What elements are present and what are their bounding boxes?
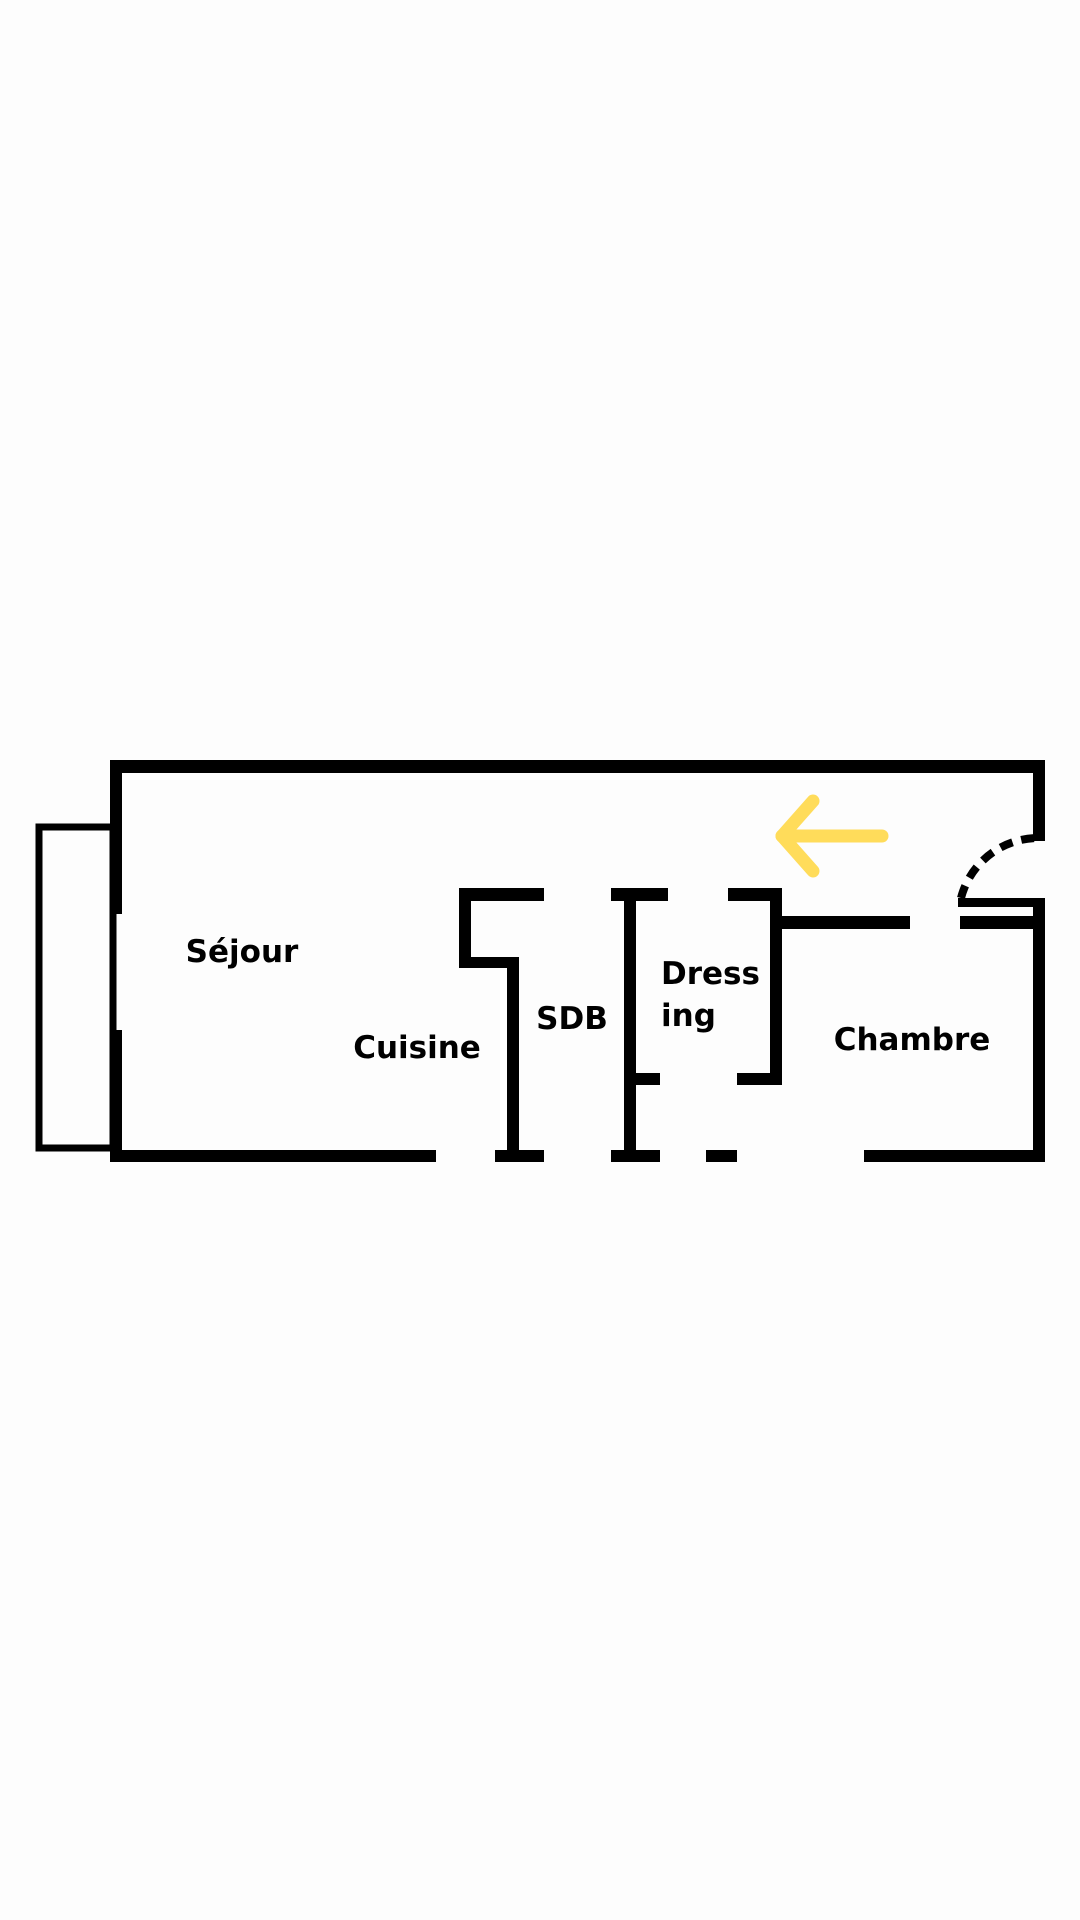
bottom-wall-1 — [110, 1150, 436, 1162]
room-label-sejour: Séjour — [186, 934, 299, 970]
bottom-wall-2 — [495, 1150, 544, 1162]
right-wall-lower — [1033, 898, 1045, 1162]
dressing-wall-top — [728, 888, 782, 901]
chambre-wall-door-bottom — [960, 916, 1045, 929]
cuisine-wall-top — [459, 888, 544, 901]
walls — [110, 760, 1045, 1162]
room-label-sdb: SDB — [536, 1001, 608, 1037]
dressing-wall-stub — [737, 1073, 782, 1085]
cuisine-wall-vertical — [507, 957, 519, 1162]
top-wall — [110, 760, 1045, 773]
right-wall-upper — [1033, 760, 1045, 841]
room-label-chambre: Chambre — [834, 1022, 991, 1058]
cuisine-wall-left — [459, 888, 471, 968]
chambre-wall-top — [782, 916, 910, 929]
door-arc-icon — [957, 833, 1040, 900]
sdb-wall-vertical — [624, 888, 636, 1162]
sdb-wall-top — [611, 888, 668, 901]
bottom-wall-5 — [864, 1150, 1045, 1162]
dressing-wall-vertical — [770, 888, 782, 1085]
room-label-dressing-2: ing — [661, 998, 716, 1034]
arrow-left-icon — [775, 794, 889, 878]
bottom-wall-4 — [706, 1150, 737, 1162]
balcony — [35, 823, 117, 1152]
cuisine-wall-step — [459, 957, 519, 968]
chambre-wall-door-top — [958, 898, 1045, 907]
sdb-wall-stub — [624, 1073, 660, 1085]
room-label-dressing-1: Dress — [661, 956, 760, 992]
room-label-cuisine: Cuisine — [353, 1030, 481, 1066]
